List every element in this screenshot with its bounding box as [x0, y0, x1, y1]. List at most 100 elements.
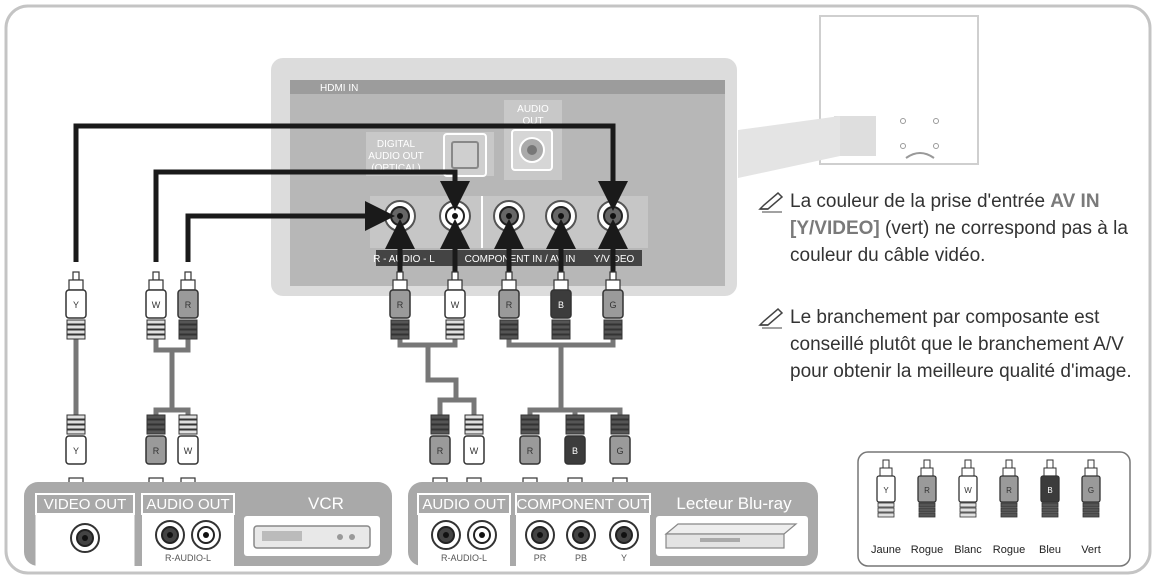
- bluray-bottom-plug-2-rib-3: [520, 414, 540, 420]
- note-2-text: Le branchement par composante est consei…: [790, 307, 1132, 382]
- panel-top-plug-3: B: [550, 271, 572, 340]
- panel-top-plug-0-body: [389, 289, 411, 319]
- bluray-y-jack-pin: [621, 532, 627, 538]
- panel-top-plug-0: R: [389, 271, 411, 340]
- bluray-bottom-plug-0-rib-0: [430, 429, 450, 435]
- panel-top-plug-1-rib-1: [445, 324, 465, 330]
- legend-plug-tip-0: [882, 459, 890, 469]
- bluray-audio-r-jack-pin: [443, 532, 449, 538]
- panel-top-plug-0-tip: [396, 271, 404, 281]
- vcr-bottom-plug-2-body: [177, 435, 199, 465]
- legend-label-1: Rogue: [911, 544, 943, 556]
- legend-rib-3-0: [1000, 502, 1018, 508]
- panel-top-plug-1: W: [444, 271, 466, 340]
- panel-top-plug-3-rib-2: [551, 329, 571, 335]
- panel-top-plug-4-rib-3: [603, 334, 623, 340]
- audio-rl-label: R - AUDIO - L: [373, 254, 435, 265]
- vcr-video-out-label: VIDEO OUT: [44, 496, 127, 513]
- bluray-bottom-plug-0-rib-1: [430, 424, 450, 430]
- vcr-top-plug-1: W: [145, 271, 167, 340]
- legend-label-4: Bleu: [1039, 544, 1061, 556]
- bluray-pb-jack-pin: [578, 532, 584, 538]
- vcr-bottom-plug-2-letter: W: [184, 446, 193, 456]
- bluray-name: Lecteur Blu-ray: [676, 494, 792, 513]
- vcr-bottom-plug-0-rib-3: [66, 414, 86, 420]
- panel-top-plug-0-rib-3: [390, 334, 410, 340]
- bluray-bottom-plug-2-body: [519, 435, 541, 465]
- vcr-top-plug-1-collar: [148, 279, 164, 291]
- legend-rib-5-2: [1082, 512, 1100, 518]
- vcr-audio-sub-label: R-AUDIO-L: [165, 553, 211, 563]
- vcr-bottom-plug-2-rib-0: [178, 429, 198, 435]
- legend-plug-body-3: [999, 475, 1019, 503]
- legend-rib-2-1: [959, 507, 977, 513]
- legend-plug-body-4: [1040, 475, 1060, 503]
- panel-top-plug-2-rib-2: [499, 329, 519, 335]
- bluray-bottom-plug-1-letter: W: [470, 446, 479, 456]
- vcr-top-plug-1-letter: W: [152, 300, 161, 310]
- note-1-text-end: (vert) ne correspond pas à la couleur du…: [790, 218, 1128, 266]
- bluray-player-icon: [664, 523, 798, 549]
- legend-rib-3-2: [1000, 512, 1018, 518]
- panel-top-plug-3-body: [550, 289, 572, 319]
- vcr-top-plug-2-letter: R: [185, 300, 192, 310]
- legend-letter-0: Y: [883, 486, 889, 495]
- panel-top-plug-2-rib-0: [499, 319, 519, 325]
- legend-plug-collar-5: [1084, 467, 1098, 477]
- legend-label-2: Blanc: [954, 544, 982, 556]
- bluray-bottom-plug-3-rib-0: [565, 429, 585, 435]
- bluray-pb-label: PB: [575, 553, 587, 563]
- legend-plug-collar-4: [1043, 467, 1057, 477]
- panel-jack-pin-0: [397, 213, 403, 219]
- bluray-component-out-label: COMPONENT OUT: [516, 496, 649, 513]
- panel-top-plug-3-collar: [553, 279, 569, 291]
- legend-plug-collar-3: [1002, 467, 1016, 477]
- panel-top-plug-1-rib-3: [445, 334, 465, 340]
- vcr-top-plug-2-rib-3: [178, 334, 198, 340]
- bluray-bottom-plug-1-rib-0: [464, 429, 484, 435]
- panel-top-plug-1-body: [444, 289, 466, 319]
- panel-top-plug-3-rib-1: [551, 324, 571, 330]
- legend-plug-tip-4: [1046, 459, 1054, 469]
- signal-arrow-1: [153, 169, 470, 262]
- panel-top-plug-0-rib-1: [390, 324, 410, 330]
- legend-rib-3-1: [1000, 507, 1018, 513]
- vcr-bottom-plug-2-rib-1: [178, 424, 198, 430]
- bluray-bottom-plug-4-rib-3: [610, 414, 630, 420]
- bluray-bottom-plug-3-rib-2: [565, 419, 585, 425]
- note-component-recommended: Le branchement par composante est consei…: [758, 304, 1156, 385]
- panel-top-plug-2-collar: [501, 279, 517, 291]
- vcr-bottom-plug-1-rib-0: [146, 429, 166, 435]
- vcr-bottom-plug-2-rib-3: [178, 414, 198, 420]
- panel-top-plug-4-body: [602, 289, 624, 319]
- panel-jack-pin-2: [506, 213, 512, 219]
- vcr-audio-out-label: AUDIO OUT: [146, 496, 229, 513]
- panel-top-plug-2-rib-1: [499, 324, 519, 330]
- legend-letter-2: W: [964, 486, 972, 495]
- bluray-bottom-plug-0-body: [429, 435, 451, 465]
- legend-plug-body-1: [917, 475, 937, 503]
- vcr-bottom-plug-0: Y: [65, 414, 87, 495]
- vcr-name: VCR: [308, 494, 344, 513]
- bluray-bottom-plug-3-rib-1: [565, 424, 585, 430]
- vcr-top-plug-0: Y: [65, 271, 87, 340]
- legend-letter-4: B: [1047, 486, 1052, 495]
- bluray-audio-out-label: AUDIO OUT: [422, 496, 505, 513]
- bluray-bottom-plug-1-rib-2: [464, 419, 484, 425]
- legend-rib-2-0: [959, 502, 977, 508]
- optical-port-icon: [443, 133, 487, 177]
- legend-letter-5: G: [1088, 486, 1094, 495]
- panel-top-plug-3-tip: [557, 271, 565, 281]
- legend-plug-body-0: [876, 475, 896, 503]
- panel-top-plug-2-body: [498, 289, 520, 319]
- vcr-top-plug-0-rib-3: [66, 334, 86, 340]
- vcr-top-plug-2-collar: [180, 279, 196, 291]
- vcr-top-plug-0-tip: [72, 271, 80, 281]
- vcr-bottom-plug-1-rib-2: [146, 419, 166, 425]
- bluray-bottom-plug-4-rib-0: [610, 429, 630, 435]
- legend-item-2: W Blanc: [954, 459, 982, 556]
